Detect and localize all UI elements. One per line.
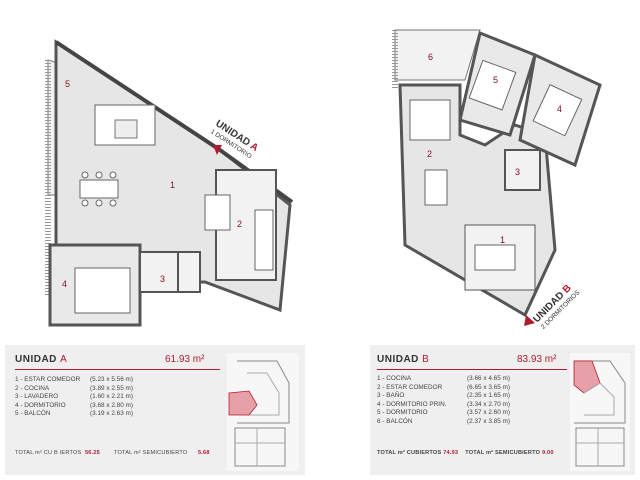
laundry-a bbox=[139, 251, 179, 293]
unit-b-title: UNIDAD B bbox=[377, 354, 430, 365]
divider bbox=[15, 369, 220, 370]
location-key-plan-b bbox=[570, 353, 630, 471]
room-row: 1 - ESTAR COMEDOR(5.23 x 5.56 m) bbox=[15, 376, 133, 383]
unit-a-panel: UNIDAD A 61.93 m² 1 - ESTAR COMEDOR(5.23… bbox=[5, 345, 305, 475]
room-row: 2 - ESTAR COMEDOR(6.65 x 3.65 m) bbox=[377, 383, 510, 391]
room-number: 1 bbox=[500, 235, 505, 245]
entry-arrow-icon bbox=[524, 315, 535, 326]
unit-b-footer: TOTAL m² CUBIERTOS 74.93 TOTAL m² SEMICU… bbox=[377, 450, 554, 456]
room-row: 2 - COCINA(3.89 x 2.55 m) bbox=[15, 384, 133, 392]
room-number: 4 bbox=[557, 104, 562, 114]
room-row: 6 - BALCÓN(2.37 x 3.85 m) bbox=[377, 417, 510, 425]
room-number: 3 bbox=[160, 274, 165, 284]
unit-a-room-list: 1 - ESTAR COMEDOR(5.23 x 5.56 m) 2 - COC… bbox=[15, 376, 150, 419]
room-number: 2 bbox=[427, 149, 432, 159]
unit-a-area: 61.93 m² bbox=[165, 354, 205, 365]
room-number: 6 bbox=[428, 52, 433, 62]
room-row: 4 - DORMITORIO PRIN.(3.34 x 2.70 m) bbox=[377, 400, 510, 408]
room-number: 5 bbox=[493, 75, 498, 85]
balcony-b bbox=[394, 29, 481, 81]
room-row: 5 - DORMITORIO(3.57 x 2.60 m) bbox=[377, 409, 510, 417]
room-row: 1 - COCINA(3.66 x 4.65 m) bbox=[377, 375, 510, 382]
unit-b-area: 83.93 m² bbox=[517, 354, 557, 365]
unit-a-title: UNIDAD A bbox=[15, 354, 68, 365]
location-key-plan-a bbox=[227, 353, 299, 471]
floor-plan-unit-b: 6 5 4 2 3 1 UNIDAD B 2 DORMITORIOS bbox=[392, 29, 602, 331]
unit-b-panel: UNIDAD B 83.93 m² 1 - COCINA(3.66 x 4.65… bbox=[370, 345, 635, 475]
entry-arrow-icon bbox=[213, 145, 222, 155]
room-number: 3 bbox=[515, 167, 520, 177]
unit-a-footer: TOTAL m² CU B IERTOS 56.25 TOTAL m² SEMI… bbox=[15, 450, 210, 456]
divider bbox=[377, 369, 567, 370]
room-number: 4 bbox=[62, 279, 67, 289]
room-row: 3 - LAVADERO(1.60 x 2.21 m) bbox=[15, 393, 133, 401]
room-row: 3 - BAÑO(2.35 x 1.65 m) bbox=[377, 392, 510, 400]
unit-b-room-list: 1 - COCINA(3.66 x 4.65 m) 2 - ESTAR COME… bbox=[377, 375, 527, 427]
bath-b bbox=[504, 149, 541, 191]
room-number: 1 bbox=[170, 180, 175, 190]
room-row: 5 - BALCÓN(3.19 x 2.63 m) bbox=[15, 410, 133, 418]
room-number: 2 bbox=[237, 219, 242, 229]
room-number: 5 bbox=[65, 79, 70, 89]
floor-plan-unit-a: 5 1 2 3 4 UNIDAD A 1 DORMITORIO bbox=[45, 39, 294, 327]
unit-highlight bbox=[228, 390, 258, 416]
room-row: 4 - DORMITORIO(3.68 x 2.80 m) bbox=[15, 401, 133, 409]
